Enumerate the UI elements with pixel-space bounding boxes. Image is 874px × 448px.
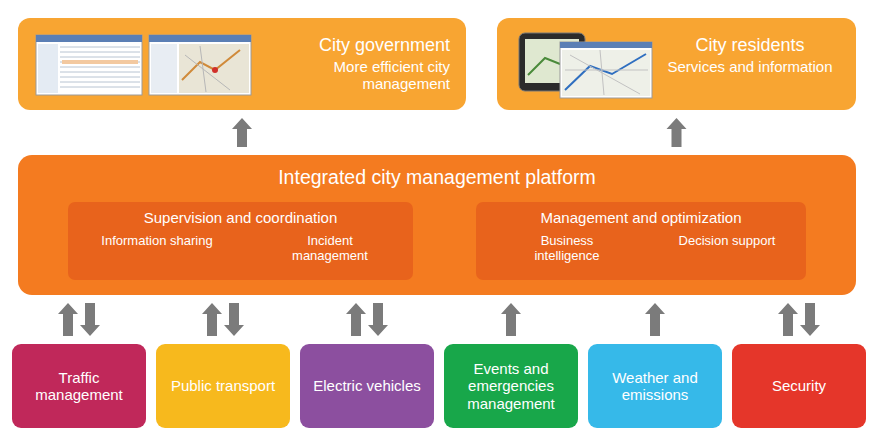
box-title: City residents (675, 35, 825, 56)
platform-box: Integrated city management platformSuper… (18, 155, 856, 295)
subsystem-box: Electric vehicles (300, 344, 434, 428)
subsystem-label: Security (740, 377, 858, 394)
function-label: Business intelligence (507, 234, 627, 264)
table-screenshot (36, 35, 142, 95)
block-arrow (346, 303, 366, 336)
box-title: City government (280, 35, 450, 56)
top-output-box: City governmentMore efficient city manag… (18, 18, 466, 110)
gps-device (519, 33, 585, 91)
platform-group: Supervision and coordinationInformation … (68, 202, 413, 280)
block-arrow (202, 303, 222, 336)
block-arrow (224, 303, 244, 336)
block-arrow (368, 303, 388, 336)
subsystem-label: Events and emergencies management (452, 360, 570, 412)
map-screenshot (560, 42, 652, 98)
function-label: Information sharing (97, 234, 217, 249)
subsystem-label: Traffic management (20, 369, 138, 404)
subsystem-label: Public transport (164, 377, 282, 394)
block-arrow (800, 303, 820, 336)
box-subtitle: Services and information (665, 58, 835, 75)
subsystem-box: Traffic management (12, 344, 146, 428)
map-screenshot (149, 35, 251, 95)
platform-group: Management and optimizationBusiness inte… (476, 202, 806, 280)
top-output-box: City residentsServices and information (497, 18, 856, 110)
box-subtitle: More efficient city management (290, 58, 450, 93)
connector-arrow (645, 303, 665, 336)
platform-title: Integrated city management platform (18, 166, 856, 188)
function-label: Incident management (270, 234, 390, 264)
block-arrow (80, 303, 100, 336)
block-arrow (667, 118, 687, 147)
connector-arrow (667, 118, 687, 147)
connector-arrow (232, 118, 252, 147)
block-arrow (232, 118, 252, 147)
function-label: Decision support (667, 234, 787, 249)
subsystem-box: Public transport (156, 344, 290, 428)
connector-arrow (778, 303, 820, 336)
block-arrow (58, 303, 78, 336)
block-arrow (645, 303, 665, 336)
subsystem-box: Events and emergencies management (444, 344, 578, 428)
group-heading: Management and optimization (476, 209, 806, 226)
connector-arrow (58, 303, 100, 336)
block-arrow (501, 303, 521, 336)
group-heading: Supervision and coordination (68, 209, 413, 226)
subsystem-label: Electric vehicles (308, 377, 426, 394)
subsystem-box: Security (732, 344, 866, 428)
subsystem-box: Weather and emissions (588, 344, 722, 428)
block-arrow (778, 303, 798, 336)
subsystem-label: Weather and emissions (596, 369, 714, 404)
connector-arrow (501, 303, 521, 336)
connector-arrow (346, 303, 388, 336)
connector-arrow (202, 303, 244, 336)
